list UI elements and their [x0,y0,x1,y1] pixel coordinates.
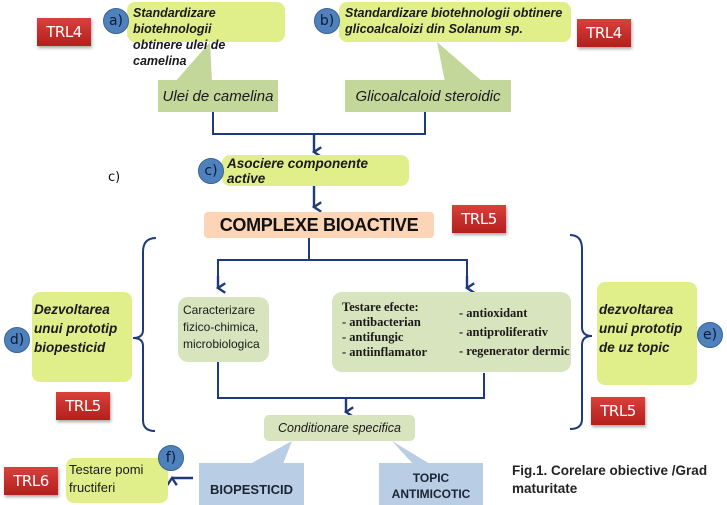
objective-d-line1: Dezvoltarea [34,302,110,317]
badge-b: b) [314,8,340,34]
product-ulei-label: Ulei de camelina [162,87,274,105]
trl-badge-d: TRL5 [56,392,110,420]
badge-a: a) [103,8,129,34]
figure-caption-line2: maturitate [512,481,578,496]
callout-tail-biopesticid [250,441,292,464]
objective-e-line3: de uz topic [599,340,670,355]
objective-a-box: Standardizare biotehnologii obtinere ule… [127,2,285,68]
output-topic-antimicotic: TOPIC ANTIMICOTIC [379,463,483,505]
testare-effect-item: - antibacterian [342,315,421,329]
trl-label: TRL5 [65,397,101,415]
output-topic-line1: TOPIC [412,471,450,485]
testare-effect-item: - antifungic [342,330,404,344]
caracterizare-line1: Caracterizare [183,303,256,317]
caracterizare-box: Caracterizare fizico-chimica, microbiolo… [178,297,269,362]
callout-tail-glico [437,42,483,82]
testare-title: Testare efecte: [342,300,419,314]
objective-d-box: Dezvoltarea unui prototip biopesticid [32,292,132,382]
objective-d-line3: biopesticid [34,340,106,355]
objective-a-line2: obtinere ulei de camelina [133,38,226,68]
badge-e: e) [697,322,723,348]
badge-e-label: e) [702,327,718,343]
caracterizare-line3: microbiologica [183,337,260,351]
objective-f-box: Testare pomi fructiferi [66,458,168,503]
objective-f-line1: Testare pomi [69,462,144,477]
complexe-bioactive-box: COMPLEXE BIOACTIVE [204,212,434,238]
caracterizare-line2: fizico-chimica, [183,320,259,334]
objective-d-line2: unui prototip [34,321,118,336]
testare-efecte-box: Testare efecte: - antibacterian - antifu… [332,292,571,372]
trl-badge-complexe: TRL5 [452,205,506,233]
objective-b-line2: glicoalcaloizi din Solanum sp. [345,22,523,36]
badge-b-label: b) [319,13,335,29]
trl-badge-a: TRL4 [37,18,91,46]
conditionare-box: Conditionare specifica [264,415,415,441]
badge-f: f) [158,445,184,471]
trl-badge-e: TRL5 [591,397,645,425]
testare-left-column: Testare efecte: - antibacterian - antifu… [342,300,459,372]
trl-badge-b: TRL4 [577,19,631,47]
objective-b-box: Standardizare biotehnologii obtinere gli… [339,2,571,42]
figure-caption-line1: Fig.1. Corelare obiective /Grad [512,463,708,478]
objective-f-line2: fructiferi [69,480,116,495]
objective-b-line1: Standardizare biotehnologii obtinere [345,6,563,20]
right-brace [569,234,593,430]
product-glicoalcaloid: Glicoalcaloid steroidic [345,80,511,112]
objective-c-label: Asociere componente active [227,155,369,186]
testare-effect-item: - regenerator dermic [459,344,570,358]
trl-label: TRL4 [586,24,622,42]
trl-badge-f: TRL6 [4,467,58,495]
badge-f-label: f) [165,450,177,466]
trl-label: TRL5 [600,402,636,420]
left-brace [132,237,157,432]
callout-tail-topic [392,441,430,464]
objective-a-line1: Standardizare biotehnologii [133,6,216,36]
badge-d: d) [4,327,30,353]
testare-right-column: - antioxidant - antiproliferativ - regen… [459,300,570,372]
objective-e-line2: unui prototip [599,321,683,336]
objective-e-box: dezvoltarea unui prototip de uz topic [597,282,697,385]
complexe-bioactive-label: COMPLEXE BIOACTIVE [219,214,419,235]
split-connector [308,238,468,286]
testare-effect-item: - antioxidant [459,306,528,320]
testare-effect-item: - antiproliferativ [459,325,548,339]
badge-a-label: a) [108,13,124,29]
trl-label: TRL5 [461,210,497,228]
trl-label: TRL4 [46,23,82,41]
badge-d-label: d) [9,332,25,348]
merge-connector-top [212,112,426,135]
badge-c: c) [198,158,224,184]
section-c-label: c) [108,170,121,185]
output-topic-line2: ANTIMICOTIC [391,487,471,501]
trl-label: TRL6 [13,472,49,490]
figure-caption: Fig.1. Corelare obiective /Grad maturita… [512,462,707,498]
product-ulei-de-camelina: Ulei de camelina [158,80,278,112]
objective-c-box: Asociere componente active [222,155,409,186]
badge-c-label: c) [204,163,218,179]
output-biopesticid-label: BIOPESTICID [209,482,294,497]
product-glico-label: Glicoalcaloid steroidic [355,87,501,105]
testare-effect-item: - antiinflamator [342,345,428,359]
conditionare-label: Conditionare specifica [278,421,401,435]
objective-e-line1: dezvoltarea [599,302,674,317]
output-biopesticid: BIOPESTICID [199,463,304,505]
